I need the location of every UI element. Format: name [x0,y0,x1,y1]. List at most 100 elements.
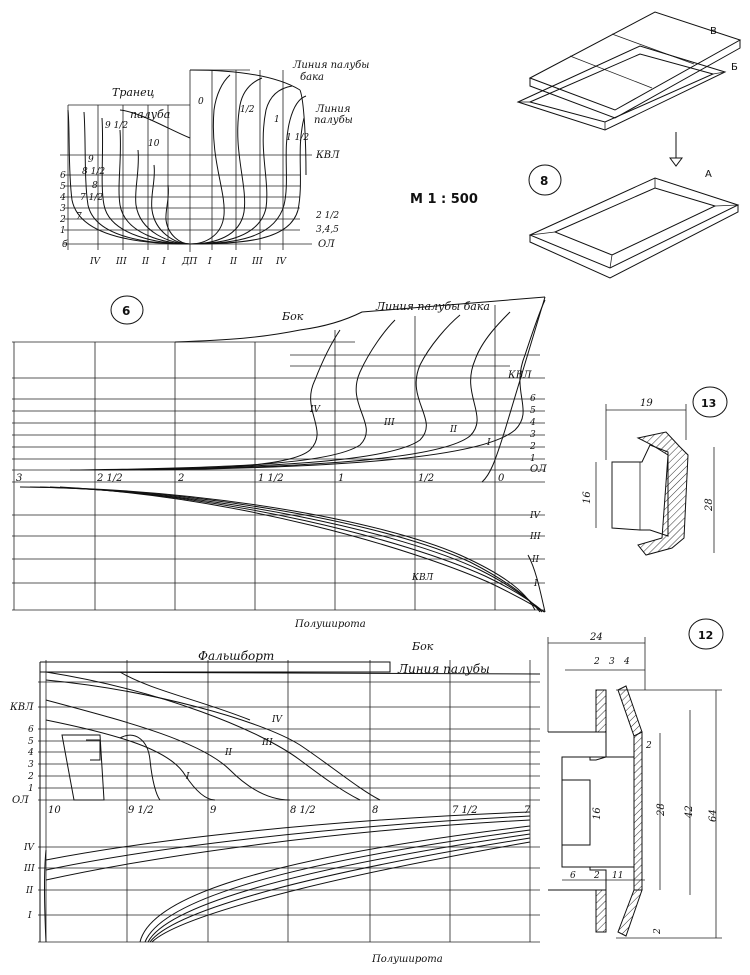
fig12-dim-2d: 2 [653,928,663,935]
aft-st-8: 8 [372,805,378,816]
fig6-st-0: 0 [498,473,505,484]
aft-bt-III: III [261,738,273,748]
st-10: 10 [148,139,160,149]
body-plan: Транец палуба Линия палубы бака Линия па… [59,60,369,267]
fig6-hb-II: II [531,555,540,565]
fig8-label-b: Б [731,62,738,73]
fig6-st-2-5: 2 1/2 [96,473,123,484]
scale-label: М 1 : 500 [410,192,478,207]
aft-falshbort: Фальшборт [198,649,274,663]
fig6-wl-1: 1 [530,454,536,464]
aft-liniya-paluby: Линия палубы [397,662,490,676]
st-7: 7 [76,212,82,222]
body-plan-buttock-labels: IV III II I ДП I II III IV [89,257,288,267]
fig6-liniya-paluby-baka: Линия палубы бака [375,300,490,313]
fig12-dim-24: 24 [589,632,603,643]
aft-half-breadth: Полуширота [371,954,443,965]
aft-station-labels: 10 9 1/2 9 8 1/2 8 7 1/2 7 [48,805,531,816]
wl-6: 6 [60,171,66,181]
st-8: 8 [92,181,98,191]
wl-b: б [62,239,68,250]
fig8-number-circle [528,164,562,196]
fig12-dim-3: 3 [609,657,615,667]
fig6-st-3: 3 [16,473,22,484]
aft-wl-2: 2 [27,772,34,782]
bt-dp: ДП [181,257,197,267]
fig6-lines: 6 [12,295,547,630]
aft-st-8-5: 8 1/2 [290,805,316,816]
fig6-kvl-small: КВЛ [411,573,434,583]
aft-waterline-labels: 6 5 4 3 2 1 [27,725,34,794]
bt-II-right: II [229,257,238,267]
aft-st-10: 10 [48,805,61,816]
bt-I-left: I [161,257,166,267]
wl-4: 4 [59,193,66,203]
fig12-dim-11: 11 [612,871,623,881]
fig13-section: 13 19 16 28 [582,386,728,556]
aft-lines: Фальшборт Бок Линия палубы КВЛ ОЛ 6 5 4 … [9,640,541,965]
aft-wl-4: 4 [27,748,34,758]
fig6-st-1-5: 1 1/2 [258,473,284,484]
label-kvl: КВЛ [315,150,340,161]
bt-IV-left: IV [89,257,102,267]
fig13-dim-16: 16 [582,491,593,504]
fig13-dim-19: 19 [640,398,653,409]
body-plan-waterline-labels: 6 5 4 3 2 1 б [59,171,68,250]
aft-buttock-labels: IV III II I IV III II I [23,715,284,921]
aft-ol: ОЛ [12,795,29,806]
fig6-grid [12,305,545,611]
fig6-wl-5: 5 [530,406,536,416]
aft-hb-II: II [25,886,34,896]
fig6-wl-3: 3 [530,430,536,440]
fig12-dim-28: 28 [656,803,667,817]
fig6-bok: Бок [281,310,304,323]
fig6-wl-2: 2 [529,442,536,452]
fig12-dim-2c: 2 [593,871,600,881]
fig12-dim-6: 6 [570,871,576,881]
fig6-hb-III: III [529,532,541,542]
label-ol: ОЛ [318,239,335,250]
body-plan-station-labels: 0 1/2 1 1 1/2 10 9 1/2 9 8 1/2 8 7 1/2 7 [76,97,309,222]
bt-IV-right: IV [275,257,288,267]
bt-II-left: II [141,257,150,267]
bt-I-right: I [207,257,212,267]
aft-wl-5: 5 [28,737,34,747]
fig12-number: 12 [698,629,713,642]
fig12-section: 12 24 2 3 4 28 42 64 16 2 6 2 11 2 [547,618,724,939]
wl-1: 1 [60,226,66,236]
st-9-5: 9 1/2 [105,121,128,131]
fig6-wl-4: 4 [529,418,536,428]
fig12-dim-2b: 2 [645,741,652,751]
aft-bt-IV: IV [271,715,284,725]
body-plan-sections [67,69,307,245]
fig13-number: 13 [701,397,716,410]
fig8-label-a: А [705,169,712,180]
fig12-dim-64: 64 [708,809,719,822]
aft-bok: Бок [411,640,434,653]
label-tranets: Транец [112,86,155,99]
aft-bt-I: I [185,772,190,782]
bt-III-left: III [115,257,127,267]
aft-wl-3: 3 [28,760,34,770]
aft-bt-II: II [224,748,233,758]
st-8-5: 8 1/2 [82,167,105,177]
st-7-5: 7 1/2 [80,193,103,203]
fig6-bt-III: III [383,418,395,428]
fig6-waterline-labels: 6 5 4 3 2 1 [529,394,536,464]
fig6-bt-II: II [449,425,458,435]
aft-halfbreadth-curves [44,811,531,943]
label-liniya-paluby-baka-2: бака [300,72,324,83]
label-paluba: палуба [130,108,170,121]
label-liniya-paluby-baka-1: Линия палубы [292,60,369,71]
aft-st-9: 9 [210,805,217,816]
label-right-mark-2: 3,4,5 [316,225,339,235]
fig6-wl-6: 6 [530,394,536,404]
fig6-st-2: 2 [177,473,184,484]
label-liniya-paluby-2: палубы [314,115,353,126]
fig6-ol: ОЛ [530,464,547,475]
fig6-st-half: 1/2 [418,473,434,484]
aft-wl-1: 1 [28,784,34,794]
aft-transom [61,734,105,801]
aft-st-7-5: 7 1/2 [452,805,478,816]
